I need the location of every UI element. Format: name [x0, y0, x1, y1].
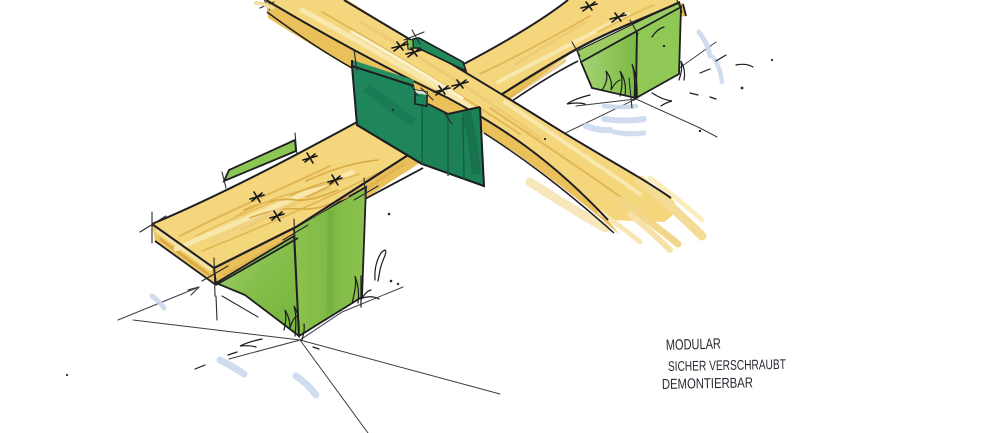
svg-text:MODULAR: MODULAR [666, 336, 722, 354]
svg-text:SICHER VERSCHRAUBT: SICHER VERSCHRAUBT [668, 356, 787, 374]
svg-text:DEMONTIERBAR: DEMONTIERBAR [662, 375, 753, 393]
